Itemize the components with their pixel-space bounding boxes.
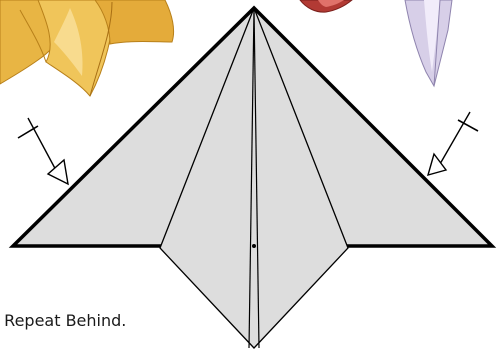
red-origami-photo [300, 0, 352, 12]
valley-fold-arrow-icon [18, 118, 68, 184]
valley-fold-arrow-icon [428, 112, 478, 175]
step-instruction-text: . Repeat Behind. [0, 311, 126, 331]
arrow-shaft [440, 112, 470, 164]
lavender-origami-photo [405, 0, 452, 86]
center-point [252, 244, 256, 248]
arrow-tail-mark [458, 120, 478, 131]
arrow-head [48, 160, 68, 184]
center-kite-flap [160, 8, 348, 348]
gold-flower-photo [0, 0, 174, 96]
arrow-shaft [28, 118, 58, 174]
